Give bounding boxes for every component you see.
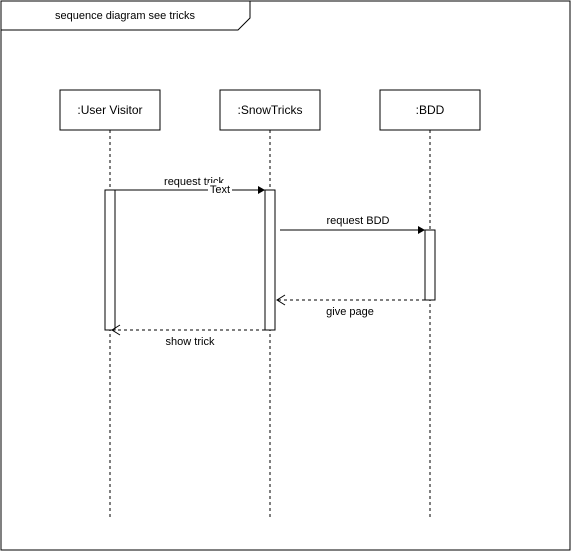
message-request-bdd[interactable]: request BDD [280,215,425,234]
participant-box [379,89,481,131]
message-give-page[interactable]: give page [276,294,425,318]
participant-snowtricks[interactable]: :SnowTricks [219,89,321,131]
message-label: give page [326,306,374,318]
overlay-text-bg [208,183,232,195]
frame-title: sequence diagram see tricks [55,10,196,22]
participant-bdd[interactable]: :BDD [379,89,481,131]
arrowhead-filled-icon [418,226,425,234]
activation-bar-bdd [424,229,436,301]
activation-bar-user-visitor [104,189,116,331]
arrowhead-open-icon [276,294,286,306]
participant-box [59,89,161,131]
message-show-trick[interactable]: show trick [111,324,265,348]
arrowhead-open-icon [111,324,121,336]
message-label: request BDD [327,215,390,227]
participant-label: :User Visitor [77,103,142,117]
participant-box [219,89,321,131]
participant-label: :SnowTricks [238,103,303,117]
participant-label: :BDD [416,103,445,117]
message-label: show trick [166,336,215,348]
overlay-text: Text [210,184,230,196]
frame-title-tab [0,0,251,31]
activation-bar-snowtricks [264,189,276,331]
participant-user-visitor[interactable]: :User Visitor [59,89,161,131]
arrowhead-filled-icon [258,186,265,194]
message-request-trick[interactable]: request trick Text [115,176,265,196]
